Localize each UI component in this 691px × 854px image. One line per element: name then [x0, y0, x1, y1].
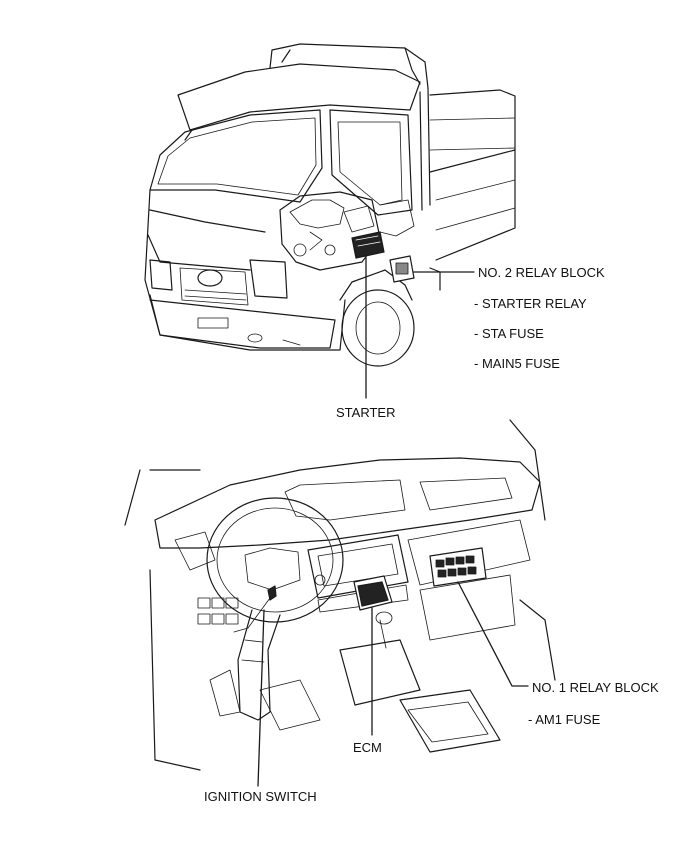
- leader-lines: [257, 257, 529, 787]
- sublist-marker: -: [528, 712, 533, 727]
- label-ignition-switch: IGNITION SWITCH: [204, 789, 317, 804]
- label-main5-fuse: MAIN5 FUSE: [481, 356, 560, 371]
- sublist-marker: -: [474, 296, 479, 311]
- sublist-item-sta-fuse: - STA FUSE: [474, 326, 544, 341]
- label-starter: STARTER: [336, 405, 396, 420]
- label-no2-relay-block: NO. 2 RELAY BLOCK: [478, 265, 605, 280]
- dashboard-illustration: [124, 419, 556, 771]
- truck-illustration: [144, 43, 516, 367]
- sublist-item-am1-fuse: - AM1 FUSE: [528, 712, 600, 727]
- sublist-marker: -: [474, 326, 479, 341]
- no2-relay-block-component: [389, 255, 415, 283]
- engine-block: [279, 191, 415, 271]
- left-switch-panel: [197, 597, 239, 625]
- sublist-item-main5-fuse: - MAIN5 FUSE: [474, 356, 560, 371]
- label-am1-fuse: AM1 FUSE: [535, 712, 601, 727]
- label-no1-relay-block: NO. 1 RELAY BLOCK: [532, 680, 659, 695]
- no1-relay-block-component: [429, 547, 487, 587]
- ecm-component: [353, 575, 393, 611]
- starter-component: [351, 231, 385, 259]
- leader-no1-relay-block: [457, 581, 529, 687]
- sublist-marker: -: [474, 356, 479, 371]
- label-starter-relay: STARTER RELAY: [481, 296, 587, 311]
- label-sta-fuse: STA FUSE: [481, 326, 544, 341]
- label-ecm: ECM: [353, 740, 382, 755]
- sublist-item-starter-relay: - STARTER RELAY: [474, 296, 587, 311]
- leader-ignition-switch: [257, 609, 265, 787]
